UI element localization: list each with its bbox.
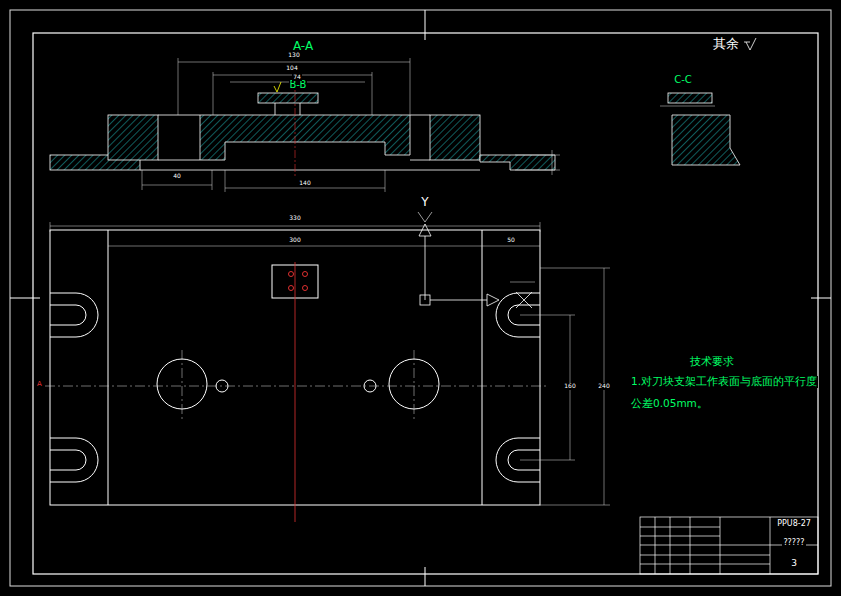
- section-marker: A: [36, 381, 43, 389]
- dimension: 104: [285, 65, 298, 72]
- section-title: C-C: [673, 74, 693, 85]
- title-block: [640, 517, 818, 574]
- dimension: 74: [292, 74, 302, 81]
- plan-dimensions: [50, 222, 610, 505]
- center-marks: [10, 10, 831, 586]
- outer-frame: [10, 10, 831, 586]
- notes-heading: 技术要求: [689, 356, 735, 368]
- technical-note: 1.对刀块支架工作表面与底面的平行度: [630, 376, 818, 388]
- centerline: [295, 80, 296, 178]
- dimension: 330: [288, 215, 301, 222]
- dimension: 40: [172, 173, 182, 180]
- dimension: 130: [287, 52, 300, 59]
- dimension: 240: [597, 383, 610, 390]
- dimension: 300: [288, 237, 301, 244]
- axis-label: Y: [420, 196, 429, 209]
- dimension: 160: [563, 383, 576, 390]
- inner-frame: [33, 33, 818, 574]
- dimension-lines: [142, 58, 560, 192]
- red-centerline: [295, 262, 296, 522]
- section-a-a: [50, 93, 555, 170]
- roughness-symbol: [274, 82, 281, 92]
- sheet-number: 3: [790, 559, 798, 569]
- drawing-name: ?????: [782, 539, 805, 548]
- technical-note: 公差0.05mm。: [630, 398, 709, 410]
- coordinate-axes: [419, 224, 532, 308]
- roughness-note: 其余: [712, 37, 740, 51]
- detail-c-c: [668, 93, 740, 165]
- section-title: B-B: [289, 79, 308, 90]
- dimension-line: [660, 106, 715, 107]
- axis-mark: [418, 212, 425, 222]
- drawing-number: PPU8-27: [776, 520, 812, 529]
- dimension: 140: [298, 180, 311, 187]
- dimension: 50: [506, 237, 516, 244]
- axis-mark: [425, 212, 432, 222]
- centerlines: [45, 350, 548, 420]
- section-outline: [140, 103, 480, 170]
- roughness-symbol: [744, 38, 756, 50]
